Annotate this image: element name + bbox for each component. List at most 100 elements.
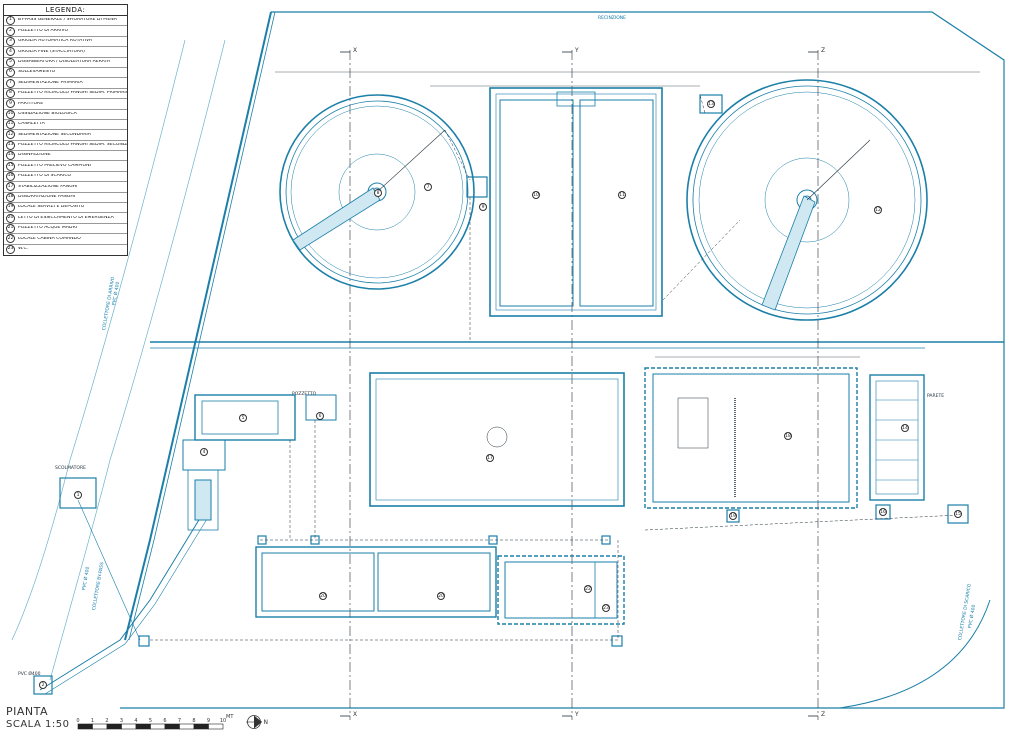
scale-bar-label: 2	[105, 718, 108, 724]
marker-8: 8	[374, 189, 382, 197]
legend-item-text: POZZETTO DI SCARICO	[18, 174, 72, 179]
legend-item-number: 7	[6, 78, 15, 88]
legend-item-number: 4	[6, 47, 15, 57]
north-arrow-icon: N	[246, 715, 269, 729]
legend-item-number: 12	[6, 130, 15, 140]
legend-item-text: DISINFEZIONE	[18, 153, 51, 158]
legend-item-text: STABILIZZAZIONE FANGHI	[18, 184, 78, 189]
scale-bar-segment	[106, 723, 122, 730]
scale-bar-label: 5	[149, 718, 152, 724]
legend-item-text: GRIGLIA FINE (STACCIATURA)	[18, 49, 85, 54]
legend-item-text: OSSIDAZIONE BIOLOGICA	[18, 111, 77, 116]
splitter-box	[466, 176, 488, 198]
legend-item-text: SOLLEVAMENTO	[18, 70, 56, 75]
axis-label-x-bottom: X	[353, 711, 358, 718]
plan-scale: SCALA 1:50	[6, 719, 70, 730]
legend-item-number: 19	[6, 203, 15, 213]
scale-bar-label: 0	[76, 718, 79, 724]
legend-item-text: BY-PASS GENERALE / SFIORATORE DI PIENA	[18, 18, 117, 23]
grit-chamber	[194, 394, 337, 441]
legend-item-number: 1	[6, 16, 15, 26]
legend-item-number: 17	[6, 182, 15, 192]
legend-item-text: CANALETTA	[18, 122, 45, 127]
axis-label-z-top: Z	[821, 47, 826, 54]
legend-title: LEGENDA:	[4, 5, 127, 16]
scale-bar-label: 7	[178, 718, 181, 724]
boundary-arc	[839, 599, 991, 709]
site-boundary	[271, 11, 1005, 709]
axis-label-x-top: X	[353, 47, 358, 54]
scale-bar-label: 8	[192, 718, 195, 724]
scale-bar-label: 10	[220, 718, 226, 724]
marker-20a: 20	[319, 592, 327, 600]
legend-item-number: 14	[6, 151, 15, 161]
legend-item-text: POZZETTO RICIRCOLO FANGHI SEDIM. SECONDA…	[18, 143, 127, 148]
legend-item-number: 11	[6, 120, 15, 130]
marker-2: 2	[39, 681, 47, 689]
marker-18: 18	[784, 432, 792, 440]
legend-item-number: 13	[6, 140, 15, 150]
pvc-inlet-label: PVC Ø400	[18, 672, 41, 677]
legend-item-number: 22	[6, 234, 15, 244]
legend-item-number: 10	[6, 109, 15, 119]
sludge-dewatering-building	[644, 367, 858, 509]
legend-item-text: W.C.	[18, 247, 29, 252]
legend-item-number: 8	[6, 88, 15, 98]
axis-label-y-bottom: Y	[575, 711, 579, 718]
marker-14: 14	[901, 424, 909, 432]
marker-16: 16	[879, 508, 887, 516]
scale-bar-segment	[179, 723, 195, 730]
legend-item-number: 23	[6, 245, 15, 255]
marker-20b: 20	[437, 592, 445, 600]
scale-bar-segment	[208, 723, 224, 730]
legend-item-number: 2	[6, 26, 15, 36]
marker-9: 9	[479, 203, 487, 211]
legend-item-text: SEDIMENTAZIONE PRIMARIA	[18, 80, 83, 85]
scale-bar-label: 3	[120, 718, 123, 724]
axis-label-y-top: Y	[575, 47, 579, 54]
scolmatore-label: SCOLMATORE	[55, 466, 86, 471]
scale-bar-segment	[135, 723, 151, 730]
scale-bar-label: 9	[207, 718, 210, 724]
marker-13: 13	[707, 100, 715, 108]
legend-item-text: SEDIMENTAZIONE SECONDARIA	[18, 132, 91, 137]
legend-item-number: 16	[6, 172, 15, 182]
legend-item-number: 5	[6, 57, 15, 67]
marker-6: 6	[316, 412, 324, 420]
legend-item-number: 20	[6, 213, 15, 223]
legend-item-text: DISIDRATAZIONE FANGHI	[18, 195, 76, 200]
control-cabin	[497, 555, 625, 625]
legend-item-number: 15	[6, 161, 15, 171]
sludge-stabilization-tank	[369, 372, 625, 507]
legend-item-text: PARTITORE	[18, 101, 44, 106]
marker-22: 22	[584, 585, 592, 593]
marker-15: 15	[954, 510, 962, 518]
scale-unit: MT	[226, 714, 234, 720]
marker-17: 17	[486, 454, 494, 462]
parete-label: PARETE	[927, 394, 945, 399]
pozzetto-label: POZZETTO	[292, 392, 317, 397]
scale-bar-segment	[121, 723, 137, 730]
svg-text:N: N	[264, 719, 269, 726]
scale-bar-segment	[92, 723, 108, 730]
scale-bar-segment	[150, 723, 166, 730]
scale-bar-segment	[193, 723, 209, 730]
